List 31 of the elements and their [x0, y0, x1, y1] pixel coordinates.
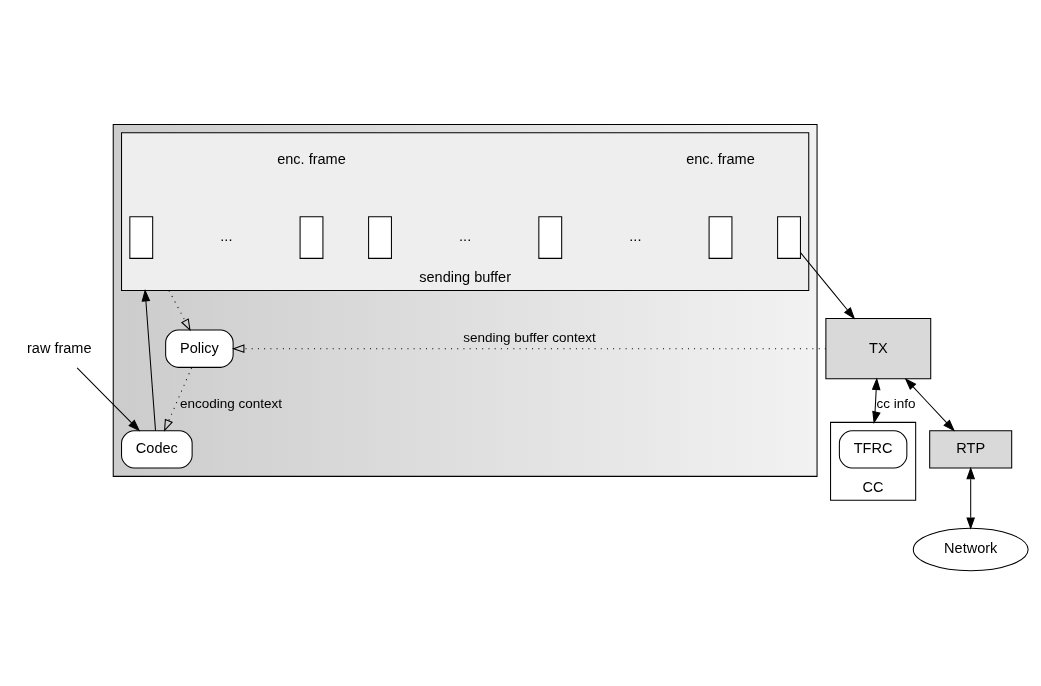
node-box [708, 215, 733, 259]
node-box: RTP [929, 429, 1013, 469]
label: ... [220, 227, 233, 244]
edge-label: sending buffer context [463, 329, 596, 345]
node-box: Codec [121, 429, 193, 469]
label: ... [629, 227, 642, 244]
node-box: Policy [165, 329, 234, 368]
edge-label: encoding context [180, 395, 283, 411]
node-box: TX [825, 317, 932, 379]
label: enc. frame [277, 150, 346, 167]
node-box: TFRC [838, 429, 908, 469]
label: ... [459, 227, 472, 244]
label: enc. frame [686, 150, 755, 167]
arrow [800, 251, 856, 319]
node-box [368, 215, 392, 259]
arrow [231, 343, 827, 353]
node-ellipse: Network [912, 527, 1029, 571]
arrow [168, 289, 191, 331]
node-box [538, 215, 563, 259]
node-text: raw frame [26, 339, 92, 356]
edge-label: cc info [876, 395, 916, 411]
node-box [777, 215, 801, 259]
arrow [871, 376, 881, 424]
node-box [299, 215, 324, 259]
cluster [112, 123, 818, 477]
arrow [141, 288, 157, 431]
arrow [904, 377, 955, 432]
arrow [163, 366, 193, 432]
arrow [76, 366, 141, 431]
arrow [966, 466, 976, 530]
node-box [129, 215, 154, 259]
